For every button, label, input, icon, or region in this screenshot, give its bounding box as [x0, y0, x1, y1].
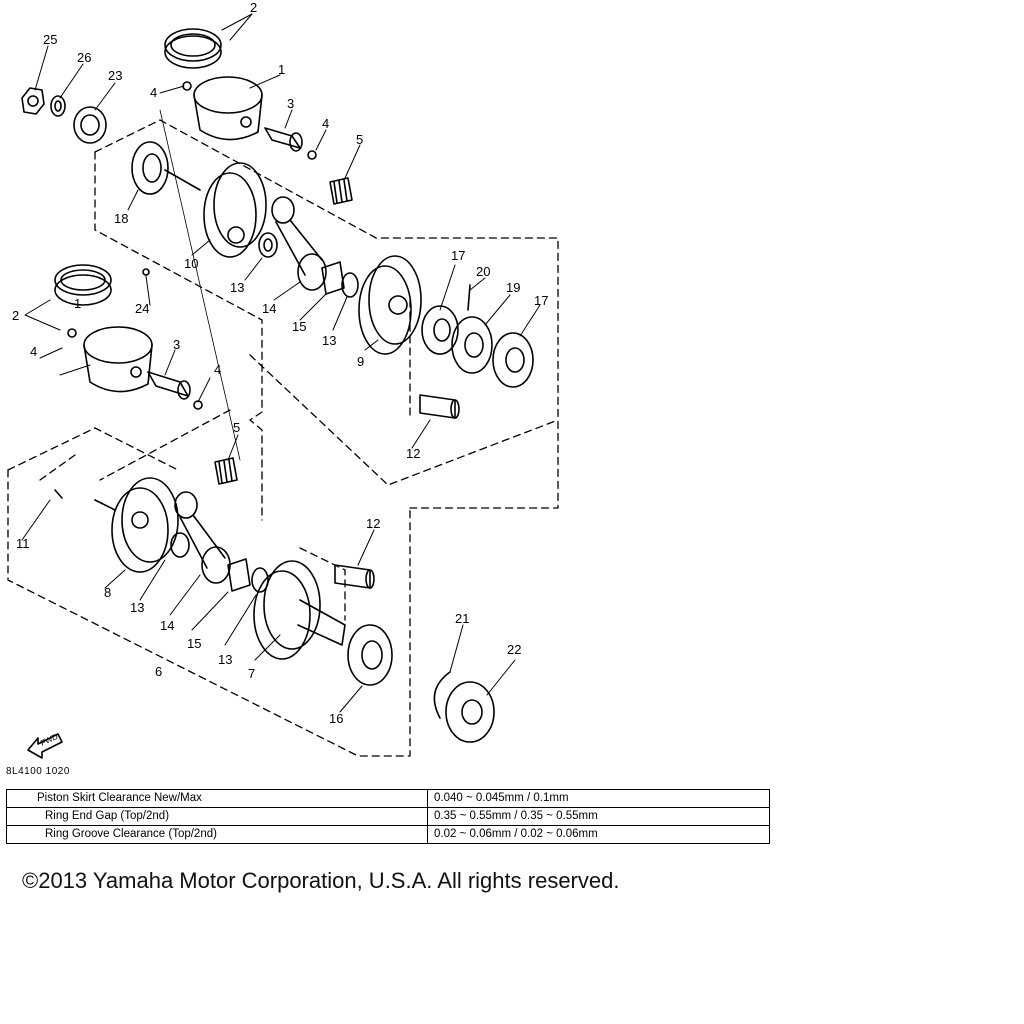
- callout-9: 9: [357, 354, 364, 369]
- key-11: [54, 489, 63, 499]
- callout-13: 13: [230, 280, 244, 295]
- callout-6: 6: [155, 664, 162, 679]
- fwd-arrow-icon: [27, 733, 63, 759]
- callout-labels: 1 1 2 2 3 3 4 4 4 4 5 5 6 7 8 9 10 11 12…: [12, 0, 548, 748]
- callout-22: 22: [507, 642, 521, 657]
- callout-17: 17: [451, 248, 465, 263]
- assembly-boundary-upper: [94, 119, 559, 521]
- callout-19: 19: [506, 280, 520, 295]
- callout-4: 4: [30, 344, 37, 359]
- connecting-rod-upper: [271, 196, 327, 291]
- crank-wheel-10: [164, 162, 267, 258]
- spec-label: Ring End Gap (Top/2nd): [6, 807, 428, 826]
- exploded-parts-diagram: 1 1 2 2 3 3 4 4 4 4 5 5 6 7 8 9 10 11 12…: [7, 0, 559, 759]
- circlip-upper-right: [307, 150, 317, 160]
- washer-13-lower-b: [251, 567, 269, 593]
- callout-10: 10: [184, 256, 198, 271]
- spec-label: Ring Groove Clearance (Top/2nd): [6, 825, 428, 844]
- crank-pin-12-upper: [419, 394, 460, 419]
- copyright-notice: ©2013 Yamaha Motor Corporation, U.S.A. A…: [22, 868, 620, 893]
- circlip-21: [433, 671, 451, 719]
- plate-22: [445, 681, 495, 743]
- callout-1: 1: [74, 296, 81, 311]
- piston-rings-upper: [164, 28, 222, 69]
- callout-14: 14: [160, 618, 174, 633]
- callout-7: 7: [248, 666, 255, 681]
- callout-1: 1: [278, 62, 285, 77]
- table-row: Ring Groove Clearance (Top/2nd) 0.02 ~ 0…: [6, 825, 770, 844]
- callout-4: 4: [150, 85, 157, 100]
- spec-label: Piston Skirt Clearance New/Max: [6, 789, 428, 808]
- callout-13: 13: [130, 600, 144, 615]
- washer-13-lower-a: [170, 532, 190, 558]
- callout-12: 12: [366, 516, 380, 531]
- callout-11: 11: [16, 536, 30, 551]
- crank-pin-12-lower: [334, 564, 375, 589]
- spec-value: 0.040 ~ 0.045mm / 0.1mm: [427, 789, 770, 808]
- labyrinth-seal-19: [451, 316, 493, 374]
- bearing-17-b: [492, 332, 534, 388]
- callout-18: 18: [114, 211, 128, 226]
- bearing-18: [131, 141, 169, 195]
- callout-5: 5: [233, 420, 240, 435]
- crank-wheel-8: [94, 477, 179, 573]
- nut-25: [21, 87, 45, 115]
- pin-20: [467, 284, 471, 311]
- callout-5: 5: [356, 132, 363, 147]
- bearing-17-a: [421, 305, 459, 355]
- callout-16: 16: [329, 711, 343, 726]
- callout-3: 3: [287, 96, 294, 111]
- callout-4: 4: [214, 362, 221, 377]
- spec-table: Piston Skirt Clearance New/Max 0.040 ~ 0…: [6, 789, 770, 844]
- callout-15: 15: [292, 319, 306, 334]
- callout-17: 17: [534, 293, 548, 308]
- callout-24: 24: [135, 301, 149, 316]
- crank-wheel-9: [358, 255, 422, 355]
- oil-seal-23: [73, 106, 107, 144]
- bearing-16: [347, 624, 393, 686]
- piston-pin-lower: [147, 371, 191, 400]
- callout-20: 20: [476, 264, 490, 279]
- key-24: [142, 268, 150, 276]
- callout-13: 13: [218, 652, 232, 667]
- connecting-rod-lower: [174, 491, 231, 584]
- callout-8: 8: [104, 585, 111, 600]
- washer-13-upper-b: [341, 272, 359, 298]
- piston-rings-lower: [54, 264, 112, 306]
- callout-25: 25: [43, 32, 57, 47]
- crank-wheel-7: [253, 560, 346, 660]
- callout-2: 2: [12, 308, 19, 323]
- table-row: Piston Skirt Clearance New/Max 0.040 ~ 0…: [6, 789, 770, 808]
- piston-pin-upper: [264, 127, 303, 152]
- leader-lines: [21, 13, 541, 713]
- callout-23: 23: [108, 68, 122, 83]
- roller-bearing-15-lower: [227, 558, 251, 592]
- needle-bearing-upper: [329, 177, 353, 205]
- callout-13: 13: [322, 333, 336, 348]
- callout-12: 12: [406, 446, 420, 461]
- callout-26: 26: [77, 50, 91, 65]
- washer-26: [50, 95, 66, 117]
- roller-bearing-15-upper: [321, 261, 345, 295]
- callout-21: 21: [455, 611, 469, 626]
- piston-lower: [83, 326, 153, 393]
- callout-2: 2: [250, 0, 257, 15]
- piston-upper: [193, 76, 263, 141]
- circlip-lower-left: [67, 328, 77, 338]
- needle-bearing-lower: [214, 457, 238, 485]
- callout-4: 4: [322, 116, 329, 131]
- callout-15: 15: [187, 636, 201, 651]
- callout-14: 14: [262, 301, 276, 316]
- washer-13-upper-a: [258, 232, 278, 258]
- spec-value: 0.35 ~ 0.55mm / 0.35 ~ 0.55mm: [427, 807, 770, 826]
- table-row: Ring End Gap (Top/2nd) 0.35 ~ 0.55mm / 0…: [6, 807, 770, 826]
- spec-value: 0.02 ~ 0.06mm / 0.02 ~ 0.06mm: [427, 825, 770, 844]
- drawing-code: 8L4100 1020: [6, 766, 70, 777]
- assembly-boundary-lower: [7, 409, 411, 757]
- callout-3: 3: [173, 337, 180, 352]
